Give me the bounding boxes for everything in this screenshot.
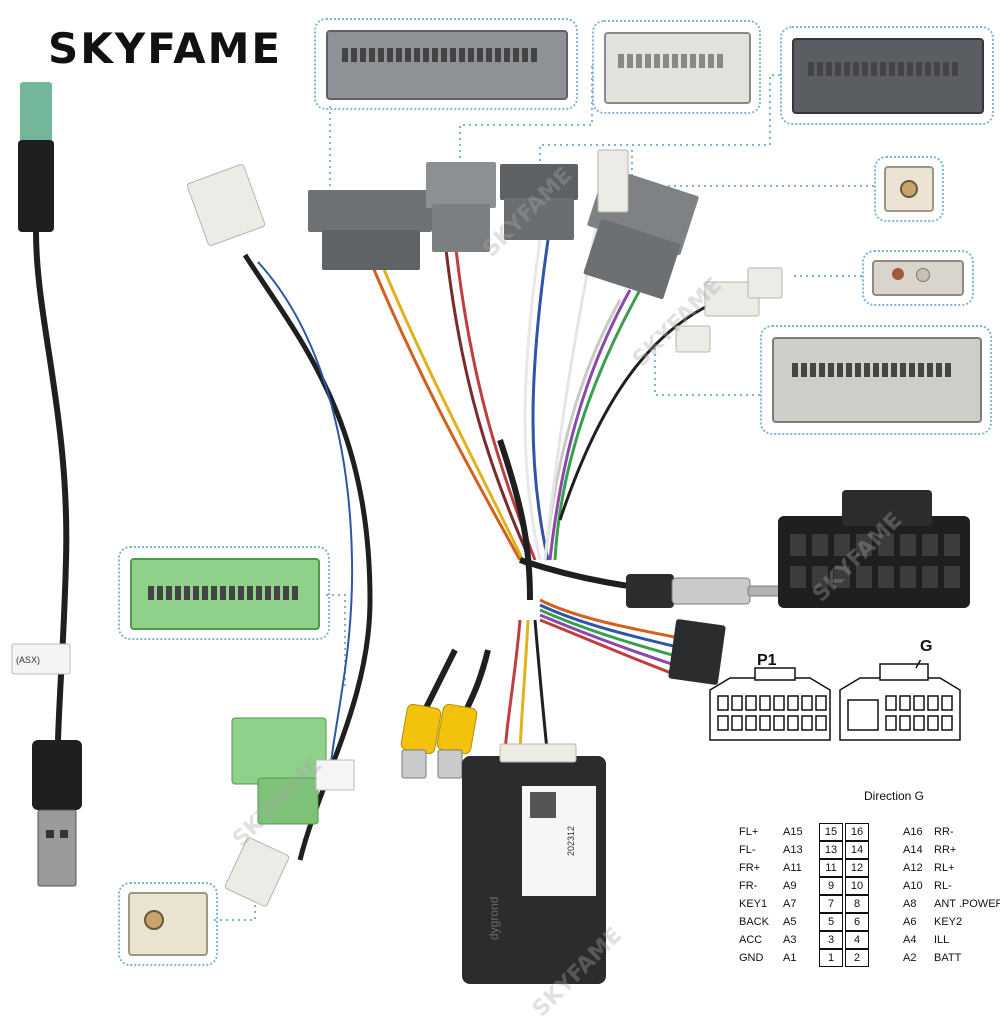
- callout-wide-connector: [760, 325, 992, 435]
- callout-small-connector-1: [874, 156, 944, 222]
- pin-right-number: 16: [845, 823, 869, 841]
- pin-left-code: A7: [783, 898, 797, 910]
- callout-green-connector: [118, 546, 330, 640]
- pin-right-name: KEY2: [934, 916, 963, 928]
- pin-left-number: 7: [819, 895, 843, 913]
- pin-right-name: ANT .POWER: [934, 898, 1000, 910]
- pin-right-code: A4: [903, 934, 917, 946]
- pin-right-code: A10: [903, 880, 923, 892]
- pin-left-code: A13: [783, 844, 803, 856]
- pin-right-number: 6: [845, 913, 869, 931]
- usb-cable: (ASX): [11, 82, 82, 887]
- callout-white-connector: [592, 20, 761, 114]
- pin-right-number: 10: [845, 877, 869, 895]
- pin-right-number: 14: [845, 841, 869, 859]
- pin-left-code: A3: [783, 934, 797, 946]
- callout-small-connector-2: [862, 250, 974, 306]
- connector-face-white: [604, 32, 751, 104]
- pin-right-code: A14: [903, 844, 923, 856]
- pin-left-number: 1: [819, 949, 843, 967]
- decoder-box: 202312 dygrond: [462, 743, 606, 984]
- top-gray-connectors: [308, 149, 783, 353]
- green-connector: [231, 717, 355, 825]
- pin-left-name: FR+: [739, 862, 761, 874]
- pin-white-icon: [916, 268, 930, 282]
- connector-face-gray-1: [326, 30, 568, 100]
- pin-red-icon: [892, 268, 904, 280]
- connector-face-wide: [772, 337, 982, 423]
- pin-right-number: 8: [845, 895, 869, 913]
- small-black-connector: [668, 619, 726, 685]
- connector-diagram: [709, 660, 961, 741]
- pin-left-name: ACC: [739, 934, 763, 946]
- pin-left-name: BACK: [739, 916, 769, 928]
- pin-right-code: A16: [903, 826, 923, 838]
- pin-right-name: ILL: [934, 934, 950, 946]
- label-p1: P1: [757, 652, 777, 669]
- pin-left-code: A1: [783, 952, 797, 964]
- pin-left-name: FL+: [739, 826, 759, 838]
- label-g: G: [920, 638, 933, 655]
- pin-left-code: A5: [783, 916, 797, 928]
- direction-label: Direction G: [864, 789, 925, 803]
- pin-right-number: 4: [845, 931, 869, 949]
- brand-logo: SKYFAME: [48, 24, 283, 73]
- pin-left-number: 13: [819, 841, 843, 859]
- callout-dark-connector: [780, 26, 994, 125]
- pin-right-number: 12: [845, 859, 869, 877]
- connector-face-dark: [792, 38, 984, 114]
- pin-right-number: 2: [845, 949, 869, 967]
- pin-left-number: 9: [819, 877, 843, 895]
- callout-small-connector-3: [118, 882, 218, 966]
- callout-gray-connector-1: [314, 18, 578, 110]
- pin-left-code: A15: [783, 826, 803, 838]
- harness-illustration: (ASX): [11, 66, 970, 984]
- pin-right-name: RL-: [934, 880, 952, 892]
- coax-pin-icon: [144, 910, 164, 930]
- pin-right-code: A12: [903, 862, 923, 874]
- pin-left-name: FR-: [739, 880, 758, 892]
- pin-left-number: 5: [819, 913, 843, 931]
- pin-right-name: RR-: [934, 826, 954, 838]
- p1-connector-photo: [778, 490, 970, 608]
- pin-left-name: FL-: [739, 844, 756, 856]
- pin-right-name: RL+: [934, 862, 955, 874]
- pin-left-code: A9: [783, 880, 797, 892]
- pin-right-code: A8: [903, 898, 917, 910]
- pin-right-code: A2: [903, 952, 917, 964]
- coax-pin-icon: [900, 180, 918, 198]
- pin-left-name: GND: [739, 952, 764, 964]
- pin-left-code: A11: [783, 862, 802, 874]
- pin-left-name: KEY1: [739, 898, 768, 910]
- pin-right-name: RR+: [934, 844, 957, 856]
- pin-left-number: 11: [819, 859, 843, 877]
- pin-right-code: A6: [903, 916, 917, 928]
- pin-left-number: 3: [819, 931, 843, 949]
- svg-text:202312: 202312: [566, 826, 576, 856]
- pin-left-number: 15: [819, 823, 843, 841]
- svg-text:dygrond: dygrond: [487, 897, 501, 940]
- svg-text:(ASX): (ASX): [16, 655, 40, 665]
- pin-right-name: BATT: [934, 952, 962, 964]
